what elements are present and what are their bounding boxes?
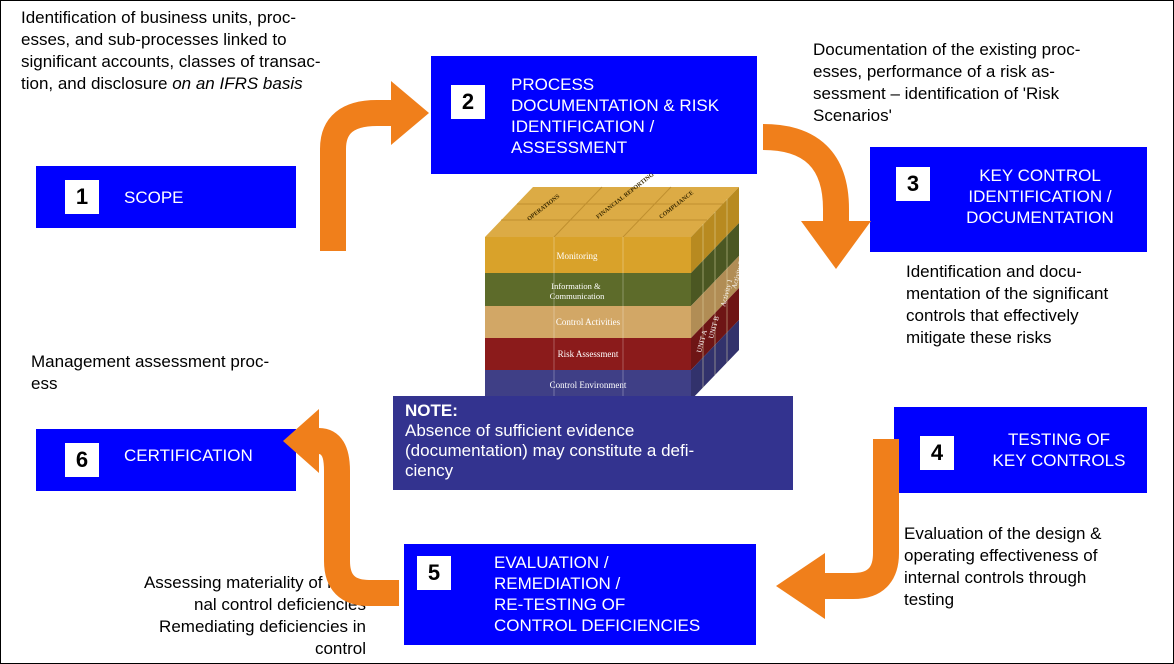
- scope-description-text: Identification of business units, proc- …: [21, 8, 321, 93]
- step-5-title: EVALUATION / REMEDIATION / RE-TESTING OF…: [494, 553, 701, 635]
- cube-layer-control-environment: [485, 370, 691, 400]
- key-control-description: Identification and docu- mentation of th…: [906, 262, 1109, 347]
- step-1-number: 1: [65, 180, 99, 214]
- arrow-testing-to-evaluation: [776, 439, 899, 619]
- scope-description: Identification of business units, proc- …: [21, 7, 321, 95]
- note-box: NOTE: Absence of sufficient evidence (do…: [393, 396, 793, 490]
- testing-description: Evaluation of the design & operating eff…: [904, 524, 1102, 609]
- coso-cube: OPERATIONS FINANCIAL REPORTING COMPLIANC…: [485, 172, 745, 400]
- scope-description-emphasis: on an IFRS basis: [172, 74, 303, 93]
- arrow-evaluation-to-certification: [283, 409, 399, 606]
- cube-layer-label-control-environment: Control Environment: [550, 380, 627, 390]
- cube-layer-label-control-activities: Control Activities: [556, 317, 621, 327]
- cube-layer-information: [485, 273, 691, 306]
- process-description: Documentation of the existing proc- esse…: [813, 40, 1081, 125]
- step-2-title: PROCESS DOCUMENTATION & RISK IDENTIFICAT…: [511, 75, 720, 157]
- cube-top-face: [485, 187, 739, 237]
- step-3-number: 3: [896, 167, 930, 201]
- cube-layer-label-monitoring: Monitoring: [556, 251, 598, 261]
- cube-layer-risk-assessment: [485, 338, 691, 370]
- step-1-title: SCOPE: [124, 188, 184, 207]
- step-6-title: CERTIFICATION: [124, 446, 253, 465]
- step-2-number: 2: [451, 85, 485, 119]
- step-5-evaluation: 5 EVALUATION / REMEDIATION / RE-TESTING …: [404, 544, 756, 645]
- cube-layer-label-information-line2: Communication: [550, 291, 606, 301]
- certification-description: Management assessment proc- ess: [31, 352, 270, 393]
- step-5-number: 5: [417, 556, 451, 590]
- cube-layer-monitoring: [485, 237, 691, 273]
- cube-layer-label-information-line1: Information &: [551, 281, 601, 291]
- note-heading: NOTE:: [405, 401, 458, 420]
- step-3-title: KEY CONTROL IDENTIFICATION / DOCUMENTATI…: [966, 166, 1114, 227]
- step-6-certification: 6 CERTIFICATION: [36, 429, 296, 491]
- evaluation-description: Assessing materiality of inter- nal cont…: [143, 573, 366, 658]
- step-4-testing: 4 TESTING OF KEY CONTROLS: [894, 407, 1147, 493]
- step-6-number: 6: [65, 443, 99, 477]
- step-1-scope: 1 SCOPE: [36, 166, 296, 228]
- note-body: Absence of sufficient evidence (document…: [405, 421, 695, 480]
- arrow-scope-to-process: [320, 81, 429, 251]
- step-3-key-control: 3 KEY CONTROL IDENTIFICATION / DOCUMENTA…: [870, 147, 1147, 252]
- cube-layer-label-risk-assessment: Risk Assessment: [558, 349, 619, 359]
- step-4-number: 4: [920, 436, 954, 470]
- step-2-process-documentation: 2 PROCESS DOCUMENTATION & RISK IDENTIFIC…: [431, 56, 757, 174]
- arrow-process-to-key-control: [762, 124, 871, 269]
- step-4-title: TESTING OF KEY CONTROLS: [992, 430, 1126, 470]
- cube-layer-label-information: Information & Communication: [550, 281, 606, 301]
- cube-layer-control-activities: [485, 306, 691, 338]
